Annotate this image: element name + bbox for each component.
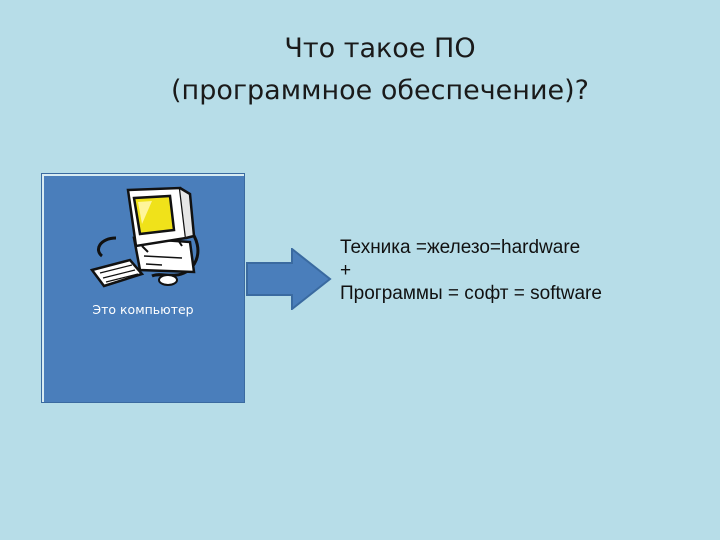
computer-label: Это компьютер bbox=[92, 302, 194, 317]
definition-text: Техника =железо=hardware + Программы = с… bbox=[340, 236, 602, 305]
definition-line-hardware: Техника =железо=hardware bbox=[340, 237, 581, 258]
computer-clipart-icon bbox=[89, 186, 200, 288]
slide-title-line-1: Что такое ПО bbox=[284, 33, 476, 64]
slide-title-line-2: (программное обеспечение)? bbox=[171, 75, 589, 106]
computer-box: Это компьютер bbox=[41, 173, 245, 403]
definition-line-plus: + bbox=[340, 260, 352, 281]
definition-line-software: Программы = софт = software bbox=[340, 283, 602, 304]
right-arrow-icon bbox=[246, 248, 332, 310]
slide-title: Что такое ПО (программное обеспечение)? bbox=[120, 28, 640, 112]
